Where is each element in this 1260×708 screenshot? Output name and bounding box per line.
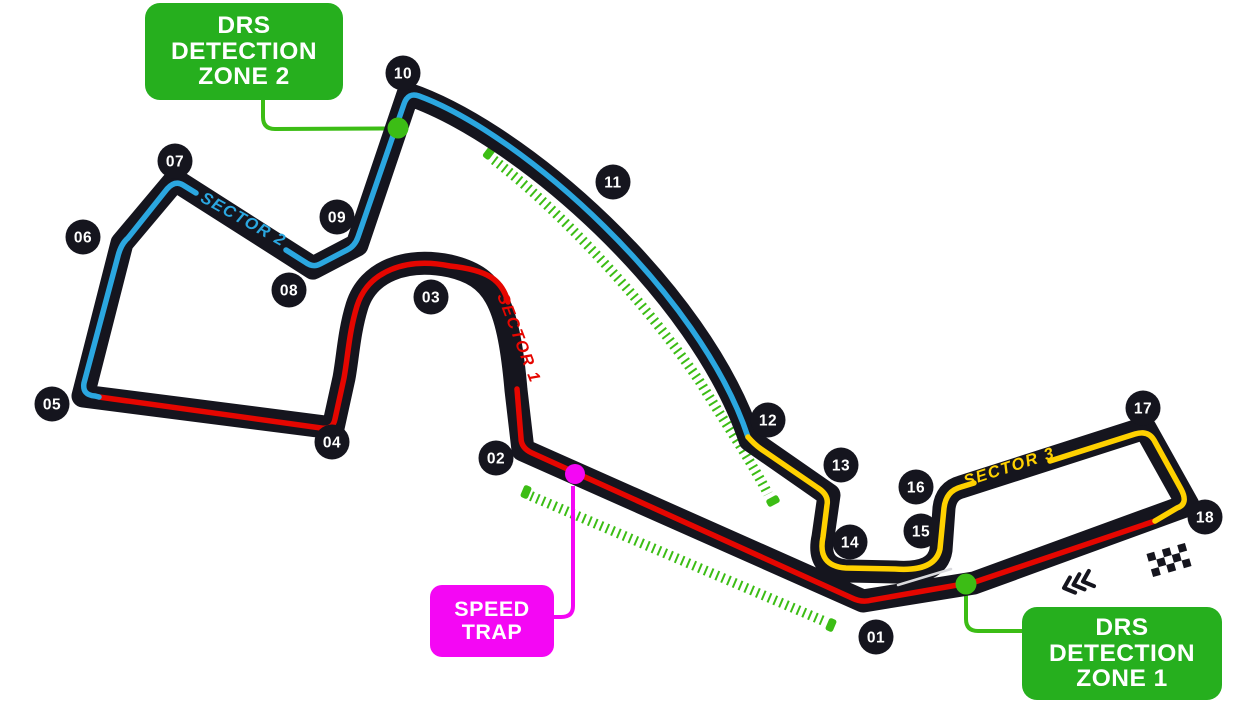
turn-badge: 16 — [898, 469, 934, 505]
turn-badge: 10 — [385, 55, 421, 91]
turn-badge-number: 17 — [1134, 401, 1152, 418]
turn-badge-number: 06 — [74, 230, 92, 247]
turn-badge: 06 — [65, 219, 101, 255]
turn-badge: 11 — [595, 164, 631, 200]
turn-badge-number: 04 — [323, 435, 341, 452]
drs-detection-zone-2-callout: DRS DETECTION ZONE 2 — [145, 3, 343, 100]
turn-badge-number: 16 — [907, 480, 925, 497]
drs-zone-1-connector — [964, 592, 1023, 633]
turn-badge-circle — [314, 424, 350, 460]
turn-badge-circle — [157, 143, 193, 179]
chevron-icon — [1071, 572, 1087, 592]
turn-badge-circle — [34, 386, 70, 422]
sector-3-line — [745, 430, 1187, 573]
turn-badge: 08 — [271, 272, 307, 308]
sector-2-label: SECTOR 2 — [198, 189, 290, 251]
turn-badge: 04 — [314, 424, 350, 460]
turn-badge: 17 — [1125, 390, 1161, 426]
turn-badge-number: 03 — [422, 290, 440, 307]
turn-badge-number: 14 — [841, 535, 859, 552]
turn-badge-number: 07 — [166, 154, 184, 171]
turn-badge: 09 — [319, 199, 355, 235]
turn-badge-circle — [832, 524, 868, 560]
turn-badge: 02 — [478, 440, 514, 476]
flag-cell — [1181, 558, 1192, 569]
sector-2-line-a — [80, 180, 199, 400]
sector-1-line-b — [96, 260, 511, 432]
sector-3-line-a — [745, 434, 977, 573]
sector-1-line — [96, 260, 1158, 604]
flag-cell — [1171, 552, 1182, 563]
chevron-icon — [1080, 568, 1097, 589]
turn-badge-circle — [1125, 390, 1161, 426]
turn-badge-number: 05 — [43, 397, 61, 414]
drs-zone-1-end-marker — [825, 618, 837, 632]
drs-zone-2-hatch-line — [490, 156, 773, 497]
turn-badge: 18 — [1187, 499, 1223, 535]
turn-badge-circle — [823, 447, 859, 483]
turn-badge: 01 — [858, 619, 894, 655]
drs-zone-1-start-marker — [520, 485, 532, 499]
turn-badge-number: 09 — [328, 210, 346, 227]
turn-badge-number: 01 — [867, 630, 885, 647]
drs-detection-point-1 — [955, 573, 977, 595]
turn-badge-number: 13 — [832, 458, 850, 475]
turn-badge-circle — [319, 199, 355, 235]
sector-3-line-b — [1047, 430, 1187, 524]
sector-2-line-b — [283, 92, 751, 440]
turn-badge-number: 12 — [759, 413, 777, 430]
turn-badges: 01 02 03 04 05 06 — [34, 55, 1223, 655]
turn-badge-circle — [595, 164, 631, 200]
turn-badge-circle — [413, 279, 449, 315]
drs-detection-point-2 — [387, 117, 409, 139]
flag-cell — [1146, 551, 1157, 562]
checkered-flag-icon — [1146, 542, 1192, 578]
turn-badge-number: 08 — [280, 283, 298, 300]
turn-badge: 05 — [34, 386, 70, 422]
turn-badge-circle — [385, 55, 421, 91]
turn-badge: 12 — [750, 402, 786, 438]
pit-lane-line — [896, 567, 953, 587]
turn-badge-circle — [271, 272, 307, 308]
turn-badge: 03 — [413, 279, 449, 315]
speed-trap-point — [565, 464, 585, 484]
turn-badge-circle — [903, 513, 939, 549]
flag-cell — [1166, 562, 1177, 573]
turn-badge-circle — [1187, 499, 1223, 535]
track-outline — [71, 82, 1200, 613]
turn-badge-circle — [858, 619, 894, 655]
turn-badge-circle — [478, 440, 514, 476]
direction-chevrons-icon — [1062, 568, 1097, 595]
turn-badge-number: 18 — [1196, 510, 1214, 527]
turn-badge-circle — [750, 402, 786, 438]
sector-2-line — [80, 92, 751, 440]
flag-cell — [1156, 557, 1167, 568]
turn-badge-number: 02 — [487, 451, 505, 468]
drs-zone-1-hatch — [520, 485, 837, 632]
drs-detection-zone-1-callout: DRS DETECTION ZONE 1 — [1022, 607, 1222, 700]
turn-badge: 13 — [823, 447, 859, 483]
turn-badge-circle — [898, 469, 934, 505]
turn-badge-circle — [65, 219, 101, 255]
turn-badge: 07 — [157, 143, 193, 179]
speed-trap-callout: SPEED TRAP — [430, 585, 554, 657]
flag-cell — [1161, 547, 1172, 558]
sector-1-line-a — [514, 386, 1158, 604]
turn-badge-number: 10 — [394, 66, 412, 83]
turn-badge-number: 15 — [912, 524, 930, 541]
speed-trap-connector — [554, 486, 575, 619]
flag-cell — [1177, 542, 1188, 553]
drs-zone-2-end-marker — [766, 495, 780, 507]
chevron-icon — [1062, 575, 1078, 595]
drs-zone-2-connector — [261, 100, 389, 132]
turn-badge: 14 — [832, 524, 868, 560]
turn-badge: 15 — [903, 513, 939, 549]
flag-cell — [1150, 567, 1161, 578]
turn-badge-number: 11 — [604, 175, 621, 192]
